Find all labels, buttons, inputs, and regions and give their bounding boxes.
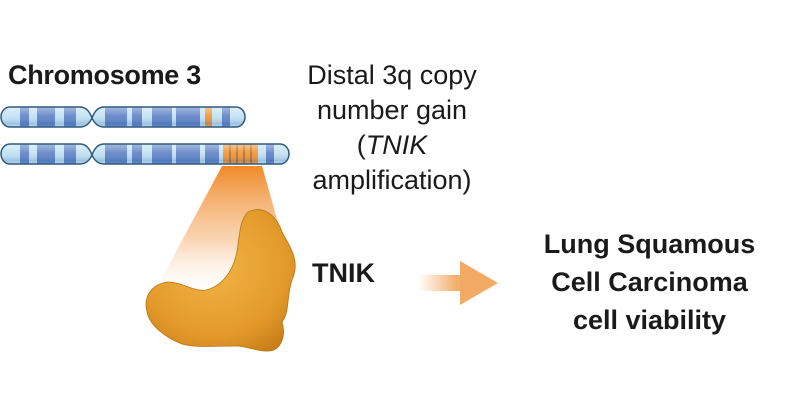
amplified-chromosome xyxy=(0,143,290,165)
normal-chromosome xyxy=(0,106,246,128)
paren-open: ( xyxy=(356,130,366,160)
gain-label-line4: amplification) xyxy=(312,165,472,195)
tnik-protein xyxy=(145,209,296,352)
gain-label-line1: Distal 3q copy xyxy=(307,60,477,90)
outcome-line1: Lung Squamous xyxy=(543,229,756,259)
copy-number-gain-label: Distal 3q copy number gain (TNIK amplifi… xyxy=(282,58,502,198)
gain-label-line3: (TNIK xyxy=(282,128,502,163)
protein-label: TNIK xyxy=(312,258,375,288)
outcome-line2: Cell Carcinoma xyxy=(551,267,748,297)
gain-label-line2: number gain xyxy=(316,95,468,125)
arrow-right-icon xyxy=(418,261,498,305)
outcome-line3: cell viability xyxy=(572,305,727,335)
outcome-label: Lung Squamous Cell Carcinoma cell viabil… xyxy=(512,225,787,339)
chromosome-title: Chromosome 3 xyxy=(8,60,201,90)
gene-name: TNIK xyxy=(365,130,428,160)
